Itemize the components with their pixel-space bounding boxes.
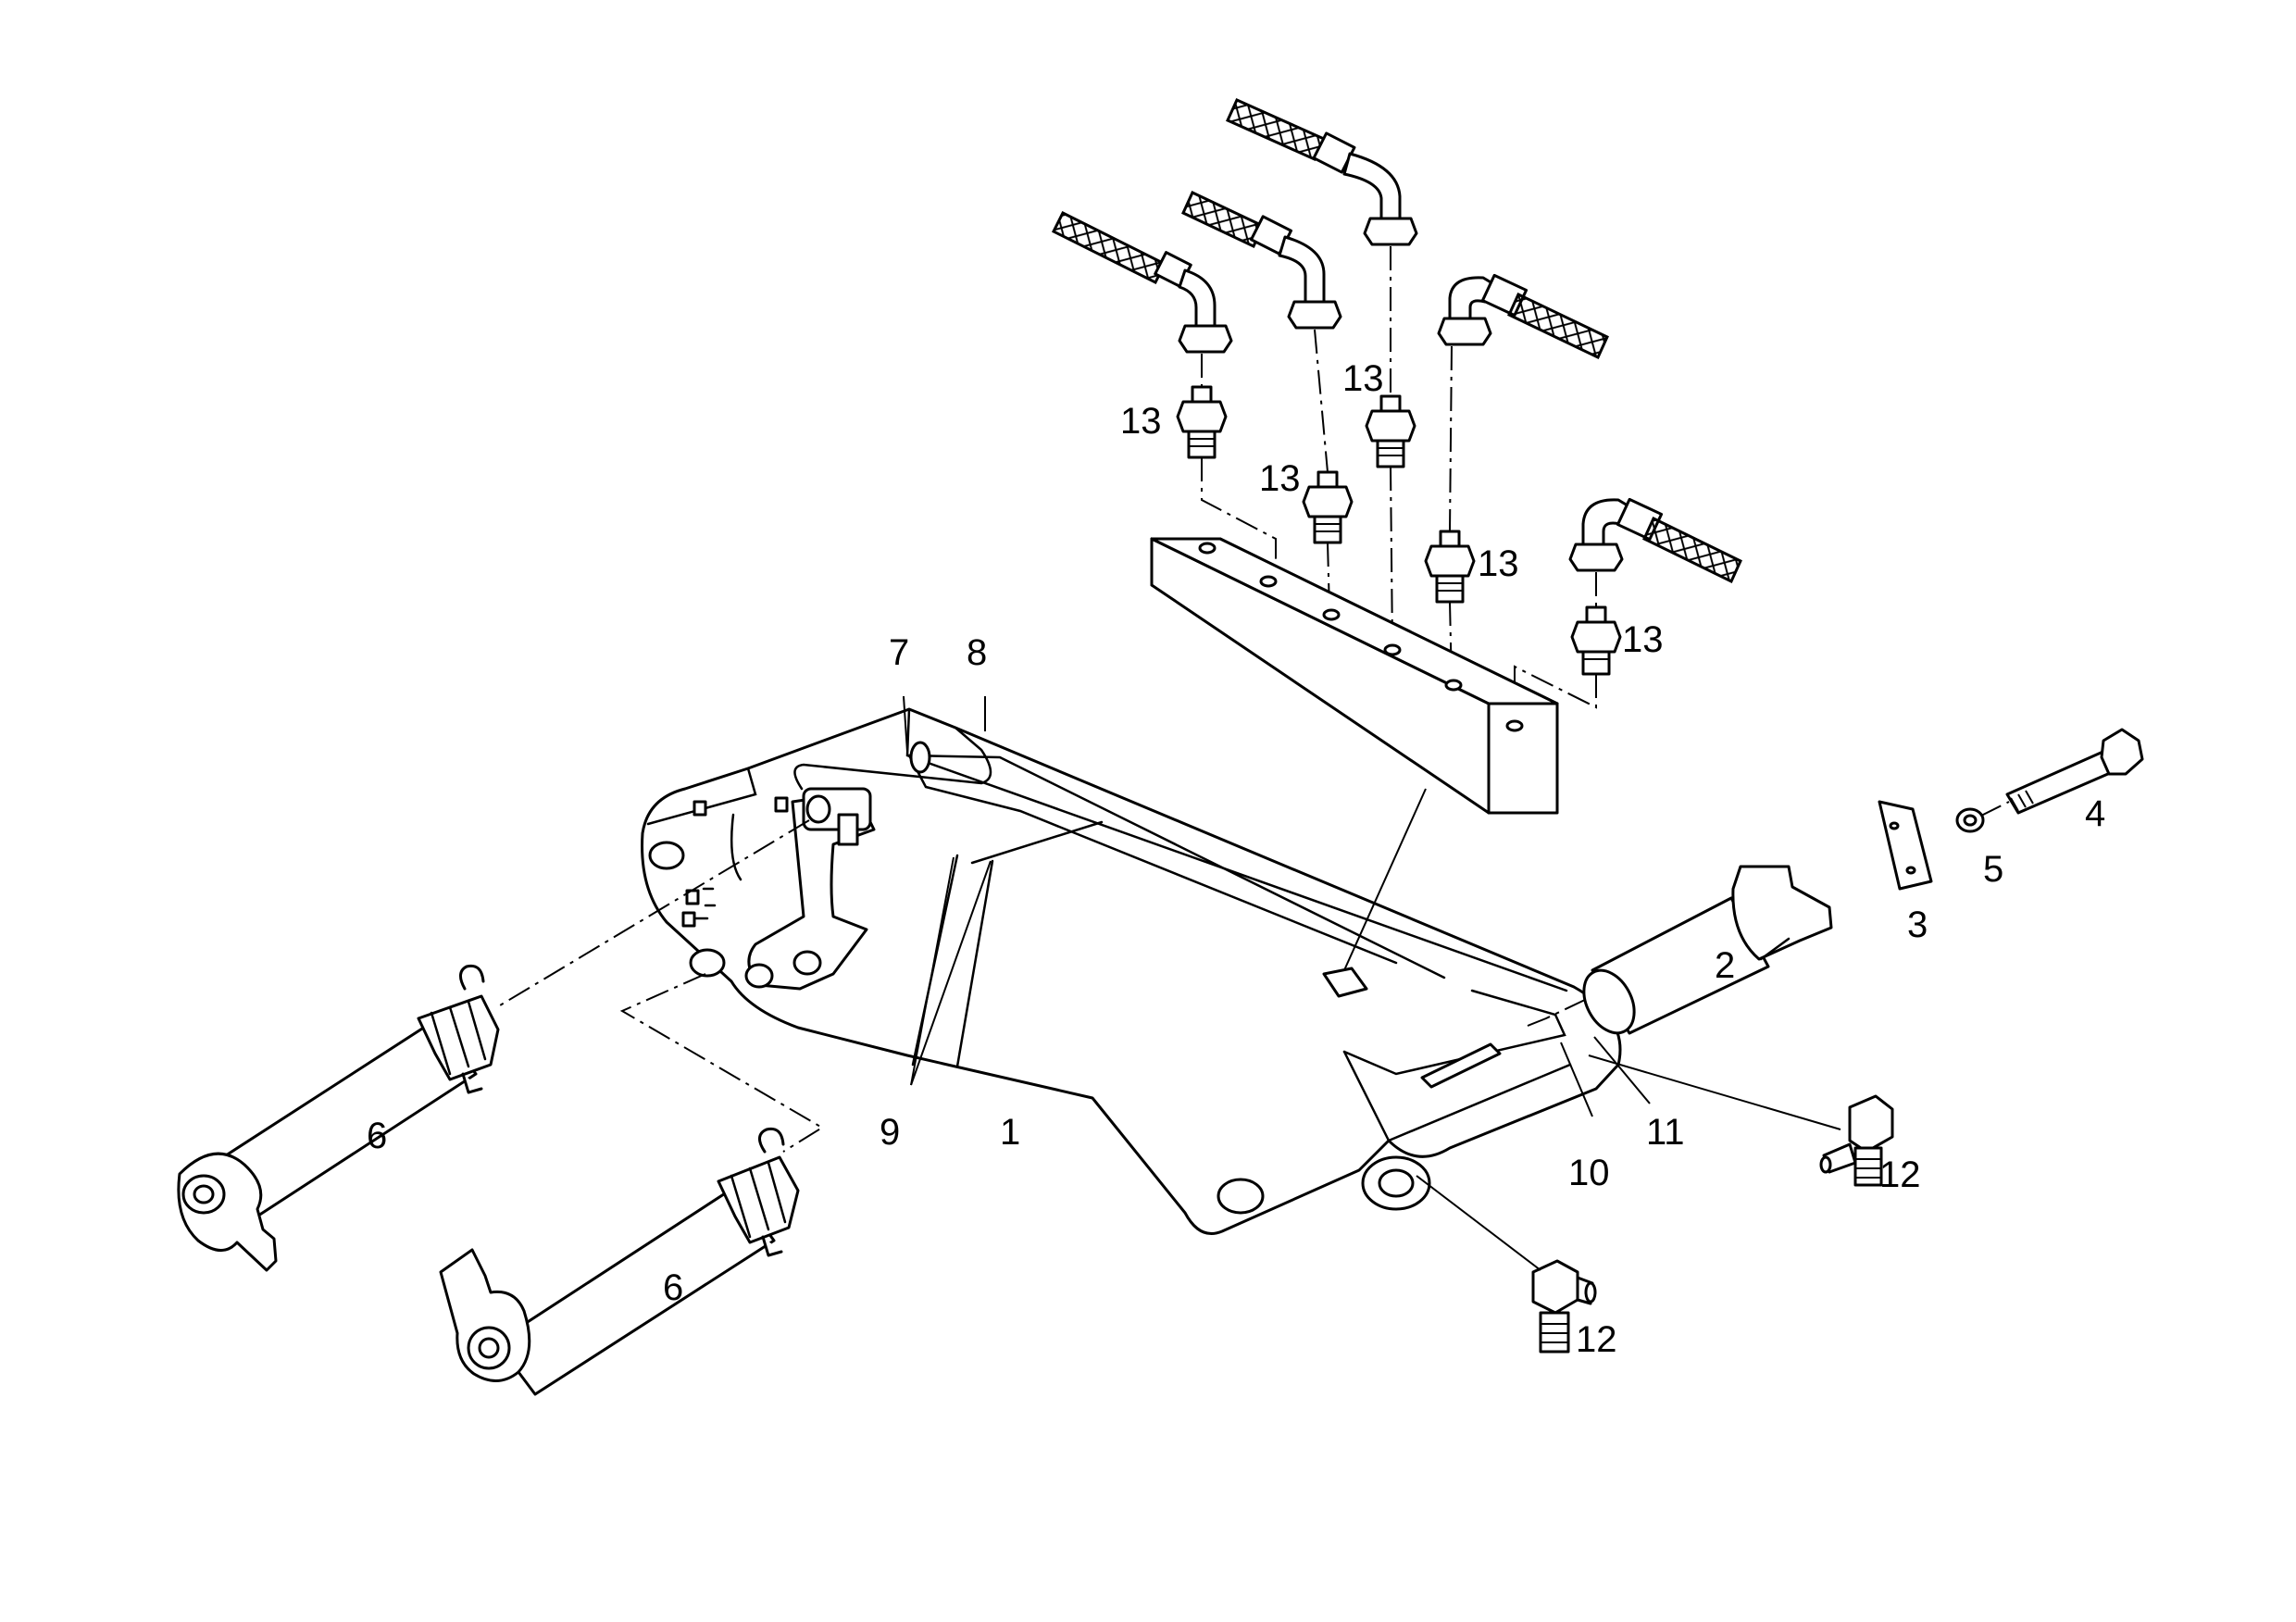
hose-assembly-2	[1181, 190, 1342, 330]
washer-5	[1955, 807, 1985, 833]
callout-12-right: 12	[1879, 1154, 1921, 1195]
callout-labels: 1 2 3 4 5 6 6 7 8 9 10 11 12 12 13 13 13…	[367, 358, 2105, 1360]
callout-6-lower: 6	[663, 1267, 683, 1308]
hose-assembly-4	[1437, 273, 1609, 360]
fitting-13-e	[1570, 605, 1622, 676]
manifold-block	[1150, 537, 1559, 815]
callout-11: 11	[1646, 1112, 1685, 1153]
callout-9: 9	[880, 1112, 900, 1153]
boom-arm	[641, 707, 1622, 1235]
callout-10: 10	[1568, 1153, 1610, 1193]
hose-assembly-1	[1051, 210, 1233, 354]
lock-plate-3	[1878, 800, 1933, 891]
hose-assembly-3	[1226, 98, 1418, 246]
callout-1: 1	[1000, 1112, 1020, 1153]
callout-3: 3	[1907, 905, 1928, 945]
callout-13-c: 13	[1342, 358, 1384, 399]
pin-2	[1582, 865, 1833, 1035]
grease-fitting-12-right	[1819, 1094, 1894, 1187]
callout-13-d: 13	[1478, 543, 1519, 584]
callout-2: 2	[1715, 945, 1735, 986]
callout-8: 8	[967, 632, 987, 673]
fitting-13-a	[1176, 385, 1228, 459]
fitting-13-b	[1302, 470, 1354, 544]
hose-assembly-5	[1568, 497, 1742, 584]
bolt-4	[2005, 728, 2144, 815]
pin-6-upper	[177, 964, 500, 1272]
leader-lines	[903, 695, 1841, 1271]
pin-6-lower	[439, 1127, 800, 1396]
callout-13-a: 13	[1120, 401, 1162, 442]
callout-13-e: 13	[1622, 619, 1664, 660]
fitting-13-d	[1424, 530, 1476, 604]
callout-4: 4	[2085, 793, 2105, 834]
callout-12-left: 12	[1576, 1319, 1617, 1360]
callout-7: 7	[889, 632, 909, 673]
alignment-lines-pins	[499, 801, 2010, 1153]
callout-5: 5	[1983, 849, 2003, 890]
grease-fitting-12-left	[1531, 1259, 1597, 1354]
callout-6-upper: 6	[367, 1116, 387, 1156]
callout-13-b: 13	[1259, 458, 1301, 499]
fitting-13-c	[1365, 394, 1416, 468]
